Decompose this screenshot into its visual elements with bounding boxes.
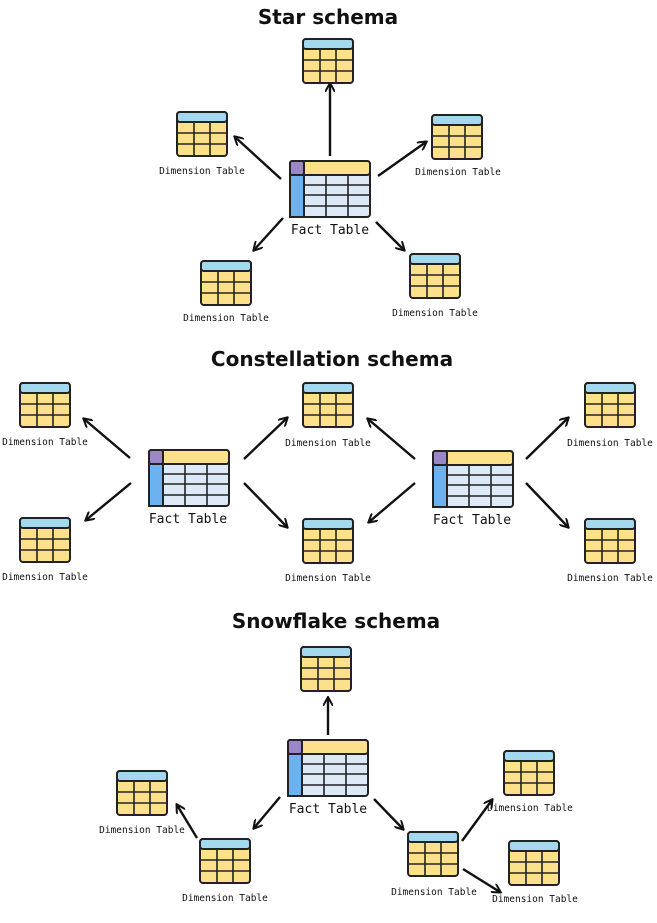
dimension-table-icon xyxy=(19,517,71,563)
arrow-snow-sub-right-up xyxy=(461,800,492,842)
arrow-const-a-right-up xyxy=(243,418,287,460)
arrow-snow-sub-left xyxy=(177,805,199,839)
fact-table-icon xyxy=(287,739,369,797)
dimension-table-icon xyxy=(302,518,354,564)
fact-table-icon xyxy=(148,449,230,507)
dimension-table-icon xyxy=(302,38,354,84)
arrow-const-a-right-down xyxy=(243,482,287,527)
arrow-const-a-left-down xyxy=(86,482,132,520)
fact-table-icon xyxy=(289,160,371,218)
title-constellation-schema: Constellation schema xyxy=(210,347,454,371)
title-star-schema: Star schema xyxy=(257,5,399,29)
dimension-table-label: Dimension Table xyxy=(285,573,371,584)
dimension-table-icon xyxy=(584,518,636,564)
arrow-snow-left-down xyxy=(254,796,281,828)
dimension-table-icon xyxy=(176,111,228,157)
dimension-table-icon xyxy=(409,253,461,299)
fact-table-label: Fact Table xyxy=(290,223,370,238)
arrow-snow-right-down xyxy=(373,798,403,829)
fact-table-label: Fact Table xyxy=(432,513,512,528)
arrow-const-b-right-up xyxy=(525,418,568,460)
dimension-table-icon xyxy=(407,831,459,877)
dimension-table-icon xyxy=(300,646,352,692)
arrow-const-b-right-down xyxy=(525,482,568,527)
arrow-star-left-up xyxy=(235,137,282,180)
dimension-table-label: Dimension Table xyxy=(2,437,88,448)
dimension-table-label: Dimension Table xyxy=(492,894,578,905)
dimension-table-label: Dimension Table xyxy=(415,167,501,178)
dimension-table-label: Dimension Table xyxy=(99,825,185,836)
dimension-table-label: Dimension Table xyxy=(567,573,653,584)
arrow-star-right-up xyxy=(377,142,426,177)
dimension-table-icon xyxy=(199,838,251,884)
dimension-table-label: Dimension Table xyxy=(567,438,653,449)
fact-table-icon xyxy=(432,450,514,508)
dimension-table-icon xyxy=(584,382,636,428)
dimension-table-icon xyxy=(431,114,483,160)
fact-table-label: Fact Table xyxy=(148,512,228,527)
dimension-table-label: Dimension Table xyxy=(285,438,371,449)
arrow-const-a-left-up xyxy=(84,419,131,459)
dimension-table-icon xyxy=(503,750,555,796)
dimension-table-label: Dimension Table xyxy=(487,803,573,814)
dimension-table-label: Dimension Table xyxy=(391,887,477,898)
title-snowflake-schema: Snowflake schema xyxy=(231,609,441,633)
dimension-table-label: Dimension Table xyxy=(2,572,88,583)
dimension-table-icon xyxy=(116,770,168,816)
dimension-table-label: Dimension Table xyxy=(159,166,245,177)
dimension-table-label: Dimension Table xyxy=(182,893,268,904)
dimension-table-label: Dimension Table xyxy=(183,313,269,324)
arrow-const-b-left-up xyxy=(368,419,416,460)
arrow-star-right-down xyxy=(375,221,404,250)
dimension-table-icon xyxy=(508,840,560,886)
arrow-star-left-down xyxy=(254,217,284,250)
fact-table-label: Fact Table xyxy=(288,802,368,817)
dimension-table-label: Dimension Table xyxy=(392,308,478,319)
arrow-snow-sub-right-down xyxy=(462,867,500,892)
dimension-table-icon xyxy=(200,260,252,306)
dimension-table-icon xyxy=(19,382,71,428)
dimension-table-icon xyxy=(302,382,354,428)
arrow-const-b-left-down xyxy=(369,482,416,522)
